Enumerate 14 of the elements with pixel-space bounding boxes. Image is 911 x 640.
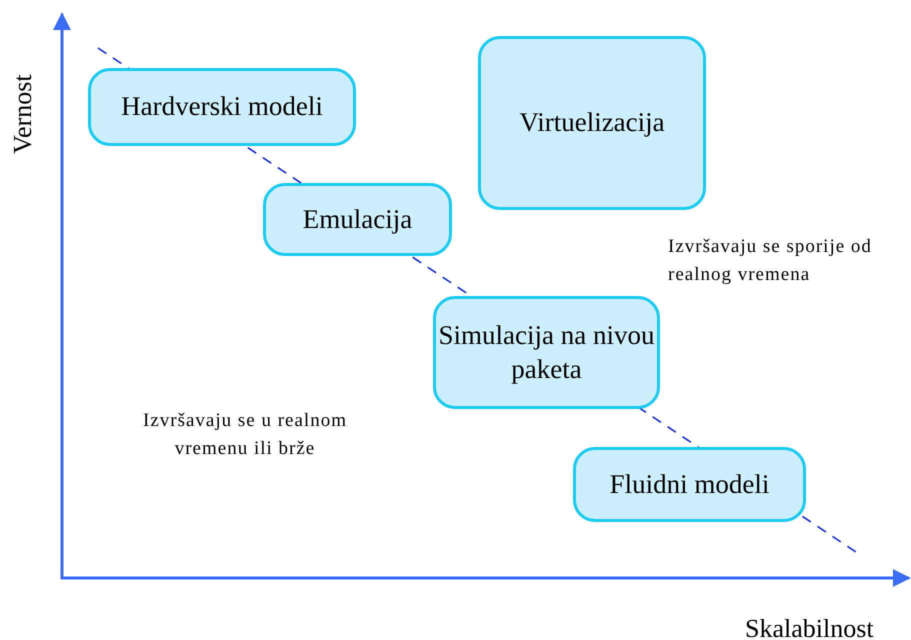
- process-box: [478, 36, 706, 210]
- process-box: [263, 183, 452, 256]
- process-box: [433, 296, 660, 409]
- node-label: Fluidni modeli: [610, 468, 770, 501]
- note-text: Izvršavaju se u realnom vremenu ili brže: [142, 409, 348, 461]
- axis-label: Vernost: [7, 73, 38, 154]
- process-box: [573, 447, 806, 522]
- process-box: [88, 68, 356, 146]
- axis-label: Skalabilnost: [745, 613, 875, 640]
- node-label: Simulacija na nivou paketa: [438, 318, 656, 386]
- note-text: Izvršavaju se sporije od realnog vremena: [668, 235, 873, 287]
- node-label: Virtuelizacija: [519, 106, 665, 140]
- node-label: Emulacija: [302, 202, 412, 236]
- node-label: Hardverski modeli: [121, 90, 323, 124]
